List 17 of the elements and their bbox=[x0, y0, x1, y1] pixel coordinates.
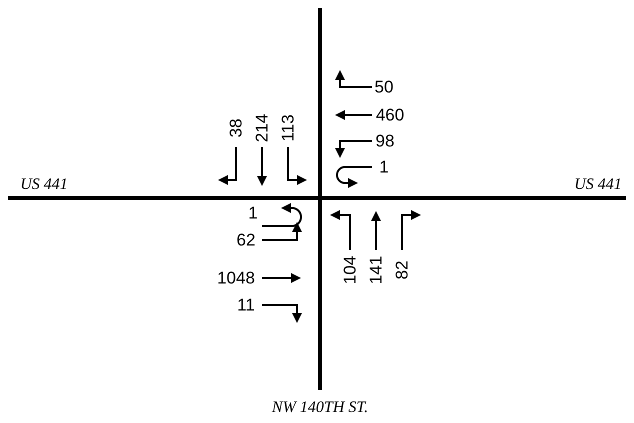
volume-count: 38 bbox=[228, 118, 244, 138]
street-name: NW 140TH ST. bbox=[272, 400, 368, 416]
volume-count: 98 bbox=[376, 132, 394, 150]
volume-count: 1 bbox=[248, 204, 258, 222]
volume-count: 50 bbox=[374, 78, 394, 96]
volume-count: 104 bbox=[342, 256, 358, 284]
street-name: US 441 bbox=[20, 177, 68, 193]
volume-count: 1 bbox=[379, 158, 389, 176]
street-name: US 441 bbox=[574, 177, 622, 193]
volume-count: 141 bbox=[368, 256, 384, 284]
volume-count: 1048 bbox=[217, 270, 255, 286]
volume-count: 113 bbox=[280, 114, 296, 142]
volume-count: 11 bbox=[237, 296, 255, 314]
volume-count: 460 bbox=[376, 106, 404, 124]
volume-count: 214 bbox=[254, 114, 270, 142]
volume-count: 82 bbox=[394, 260, 410, 280]
volume-count: 62 bbox=[236, 232, 256, 248]
